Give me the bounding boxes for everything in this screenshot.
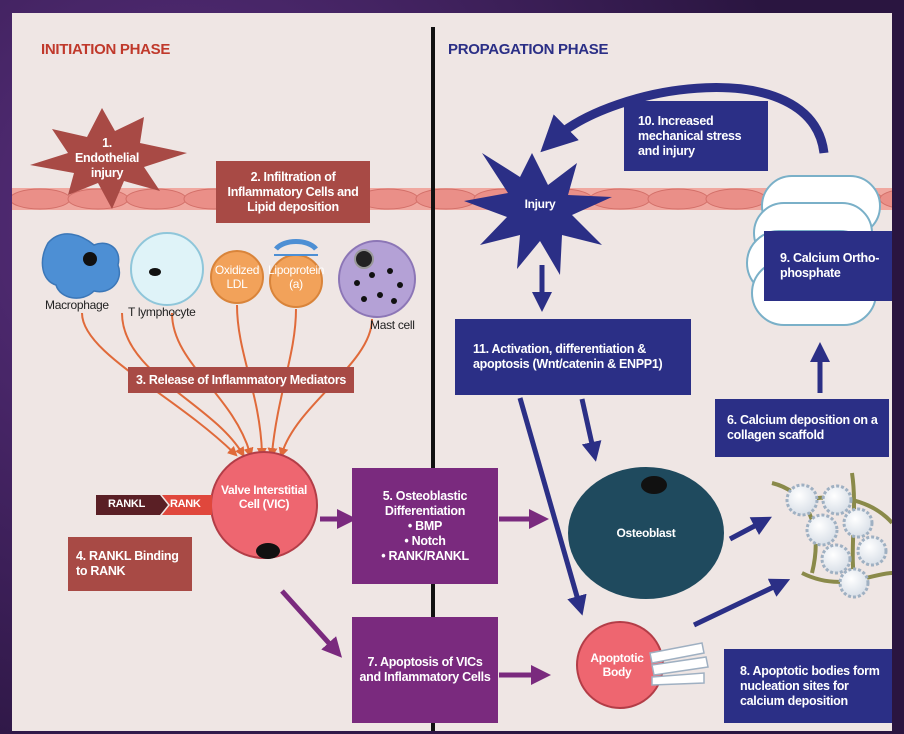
t-lymphocyte-label: T lymphocyte	[128, 305, 196, 319]
apoptotic-body-label: Apoptotic Body	[590, 651, 644, 679]
step-7-box: 7. Apoptosis of VICs and Inflammatory Ce…	[352, 617, 498, 723]
osteoblast-label: Osteoblast	[616, 526, 676, 540]
endothelial-layer	[12, 188, 892, 210]
step-5-item-notch: • Notch	[404, 533, 446, 548]
navy-arrows	[517, 265, 830, 628]
macrophage-cell	[41, 233, 121, 299]
endothelial-injury-burst	[30, 108, 187, 209]
rankl-label: RANKL	[108, 498, 145, 510]
collagen-scaffold	[771, 472, 892, 599]
injury-label: Injury	[524, 197, 556, 211]
step-5-item-bmp: • BMP	[407, 518, 443, 533]
rankl-rank-bar	[96, 495, 212, 515]
vic-label: Valve Interstitial Cell (VIC)	[221, 483, 307, 511]
step-5-title: 5. Osteoblastic Differentiation	[382, 488, 468, 518]
step-1-label: 1. Endothelial injury	[74, 135, 140, 180]
step-3-box: 3. Release of Inflammatory Mediators	[128, 367, 354, 393]
rank-label: RANK	[170, 498, 201, 510]
oxidized-ldl-particle	[210, 250, 264, 304]
step-10-box: 10. Increased mechanical stress and inju…	[624, 101, 768, 171]
oxidized-ldl-label: Oxidized LDL	[214, 263, 260, 291]
osteoblast-cell-shape	[568, 467, 724, 599]
step-5-item-rank-rankl: • RANK/RANKL	[381, 548, 469, 563]
t-lymphocyte-cell	[130, 232, 204, 306]
initiation-phase-title: INITIATION PHASE	[41, 41, 171, 58]
step-4-box: 4. RANKL Binding to RANK	[68, 537, 192, 591]
mast-cell-label: Mast cell	[370, 318, 415, 332]
step-5-box: 5. Osteoblastic Differentiation • BMP • …	[352, 468, 498, 584]
step-11-box: 11. Activation, differentiation & apopto…	[455, 319, 691, 395]
injury-star	[464, 153, 612, 275]
propagation-phase-title: PROPAGATION PHASE	[448, 41, 609, 58]
step-8-box: 8. Apoptotic bodies form nucleation site…	[724, 649, 892, 723]
macrophage-label: Macrophage	[45, 298, 109, 312]
step-6-box: 6. Calcium deposition on a collagen scaf…	[715, 399, 889, 457]
diagram-panel: INITIATION PHASE PROPAGATION PHASE 1. En…	[12, 13, 892, 731]
feedback-curve-arrow	[540, 83, 829, 154]
diagram-canvas	[12, 27, 892, 731]
step-2-box: 2. Infiltration of Inflammatory Cells an…	[216, 161, 370, 223]
apoptotic-body-shape	[576, 621, 709, 709]
purple-arrows	[280, 509, 551, 685]
step-9-box: 9. Calcium Ortho-phosphate	[764, 231, 892, 301]
mast-cell	[338, 240, 416, 318]
lipoprotein-a-particle	[269, 239, 323, 308]
lipoprotein-a-label: Lipoprotein (a)	[268, 263, 325, 291]
